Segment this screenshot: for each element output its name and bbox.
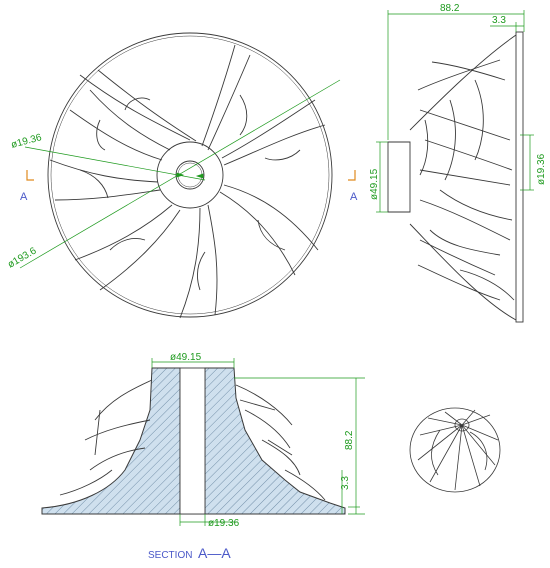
section-marker-left [26,170,34,181]
section-hub-diameter-label: ø49.15 [170,352,202,363]
section-caption-prefix: SECTION [148,550,192,561]
front-blades [49,44,326,319]
side-bore-diameter-label: ø19.36 [536,153,547,185]
side-dimension-lines [376,10,534,213]
front-dimension-lines [19,79,341,269]
impeller-outer-circle-inner [50,35,330,315]
section-dimension-lines [151,358,365,526]
side-hub [387,141,411,213]
iso-hub [454,418,470,432]
front-hub-diameter-label: ø19.36 [10,132,43,151]
side-overall-length-label: 88.2 [440,3,460,14]
section-bore-diameter-label: ø19.36 [208,518,240,529]
hub-outer-circle [156,141,224,209]
side-disc-thickness-label: 3.3 [492,15,506,26]
section-marker-right [348,170,356,181]
section-marker-right-label: A [350,191,358,203]
front-view [47,32,333,319]
side-disc [515,31,524,323]
section-bore [179,367,206,515]
section-disc-thickness-label: 3.3 [340,476,351,490]
section-hatched-body [41,367,346,515]
section-height-label: 88.2 [344,430,355,450]
section-caption-name: A—A [198,545,231,561]
isometric-view [409,407,501,493]
side-view [387,31,524,323]
section-marker-left-label: A [20,191,28,203]
section-view [41,367,346,515]
side-hub-diameter-label: ø49.15 [369,168,380,200]
iso-disc [409,407,501,493]
impeller-outer-circle [47,32,333,318]
